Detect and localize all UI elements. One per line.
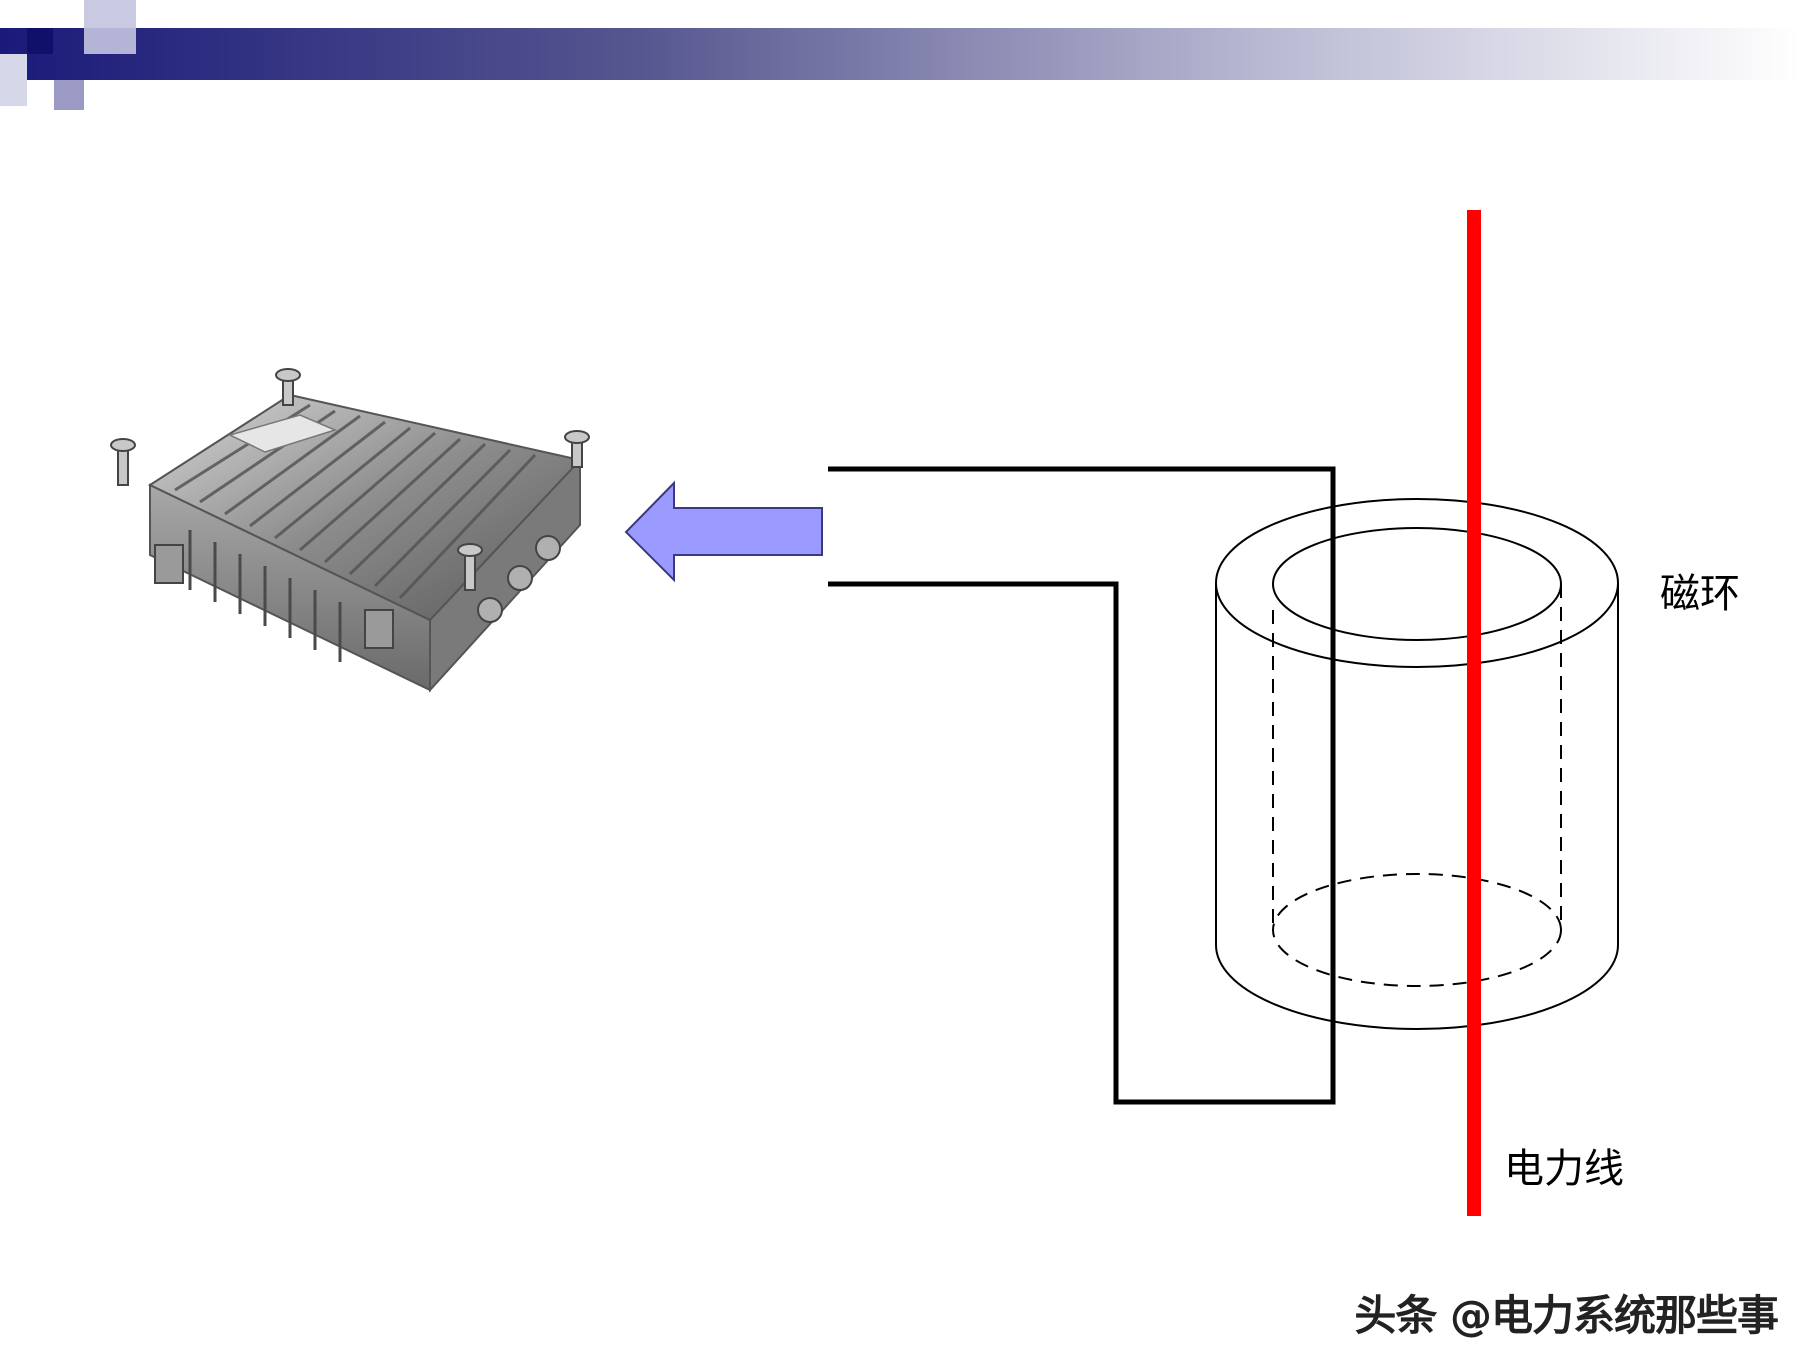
- header-square-mid: [54, 80, 84, 110]
- power-line-label: 电力线: [1504, 1146, 1624, 1192]
- header-decoration: [0, 0, 1800, 110]
- header-square-mid-2: [84, 28, 136, 54]
- header-square-dark: [27, 28, 53, 54]
- magnetic-ring: [1215, 498, 1619, 1030]
- arrow-icon: [624, 480, 823, 583]
- amplifier-device-icon: [110, 368, 590, 693]
- header-bar: [0, 28, 1800, 80]
- secondary-wire: [828, 466, 1336, 1105]
- header-square-light-1: [84, 0, 136, 28]
- watermark: 头条 @电力系统那些事: [1354, 1291, 1779, 1340]
- header-square-light-2: [0, 54, 27, 106]
- ring-label: 磁环: [1660, 571, 1740, 617]
